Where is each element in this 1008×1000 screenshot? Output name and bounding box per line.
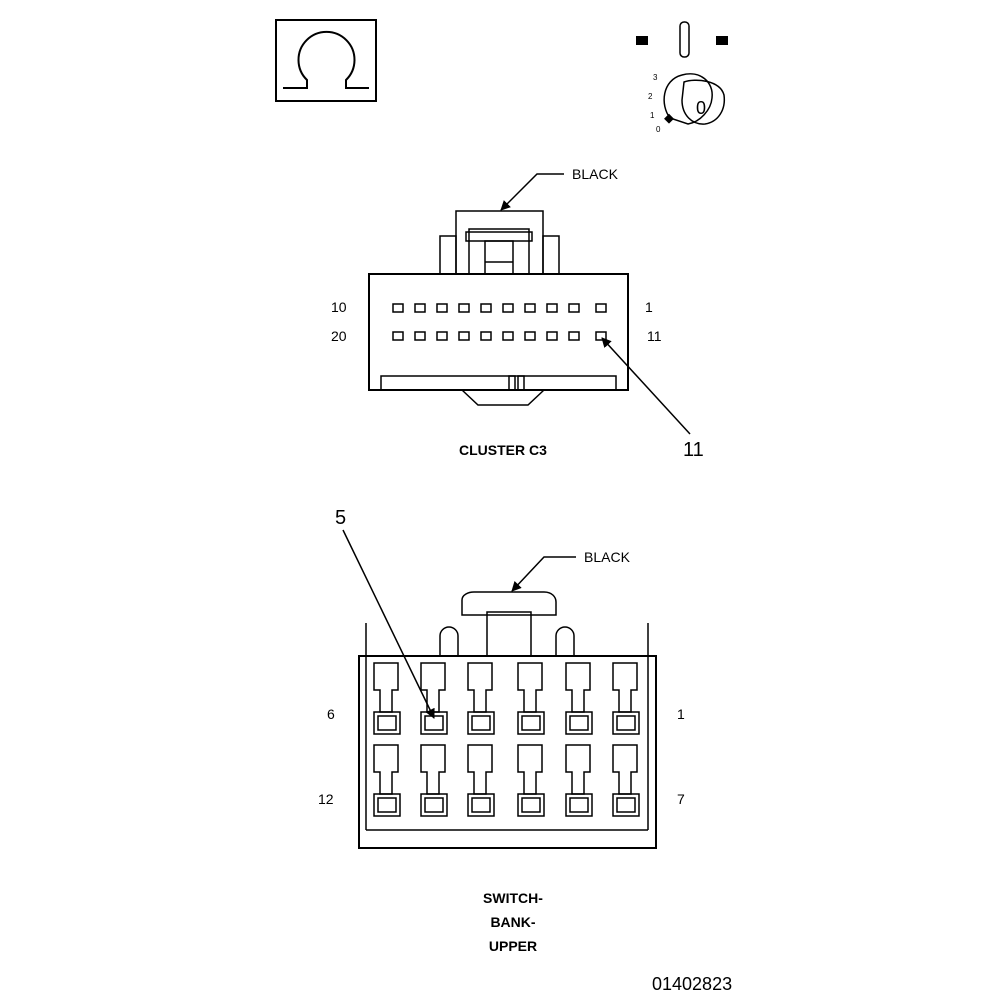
c3-connector-name: CLUSTER C3 bbox=[459, 442, 547, 458]
c3-pin-label-bottom-left: 20 bbox=[331, 328, 347, 344]
switch-pin-label-top-left: 6 bbox=[327, 706, 335, 722]
figure-id: 01402823 bbox=[652, 974, 732, 994]
switch-pin-label-top-right: 1 bbox=[677, 706, 685, 722]
cluster-c3-connector: BLACK bbox=[331, 166, 704, 461]
ignition-position-0: 0 bbox=[656, 125, 661, 134]
switch-connector-name-line3: UPPER bbox=[489, 938, 537, 954]
ignition-position-1: 1 bbox=[650, 111, 655, 120]
ignition-key-label: 0 bbox=[696, 98, 706, 118]
switch-connector-name-line1: SWITCH- bbox=[483, 890, 543, 906]
switch-bank-upper-connector: BLACK bbox=[318, 507, 685, 954]
switch-pin-label-bottom-left: 12 bbox=[318, 791, 334, 807]
switch-connector-name-line2: BANK- bbox=[490, 914, 535, 930]
switch-callout-number: 5 bbox=[335, 507, 346, 529]
ignition-position-3: 3 bbox=[653, 73, 658, 82]
switch-color-label: BLACK bbox=[584, 549, 631, 565]
ignition-key-off-icon: 0 3 2 1 0 bbox=[636, 21, 728, 134]
c3-pin-label-top-right: 1 bbox=[645, 299, 653, 315]
switch-pin-label-bottom-right: 7 bbox=[677, 791, 685, 807]
c3-callout-number: 11 bbox=[683, 439, 704, 461]
switch-terminal-cavities bbox=[373, 662, 640, 817]
c3-pin-label-top-left: 10 bbox=[331, 299, 347, 315]
c3-pin-label-bottom-right: 11 bbox=[647, 328, 662, 344]
c3-pin-cavities bbox=[392, 303, 607, 341]
ignition-position-2: 2 bbox=[648, 92, 653, 101]
ohmmeter-symbol-icon bbox=[275, 19, 377, 102]
c3-color-label: BLACK bbox=[572, 166, 619, 182]
